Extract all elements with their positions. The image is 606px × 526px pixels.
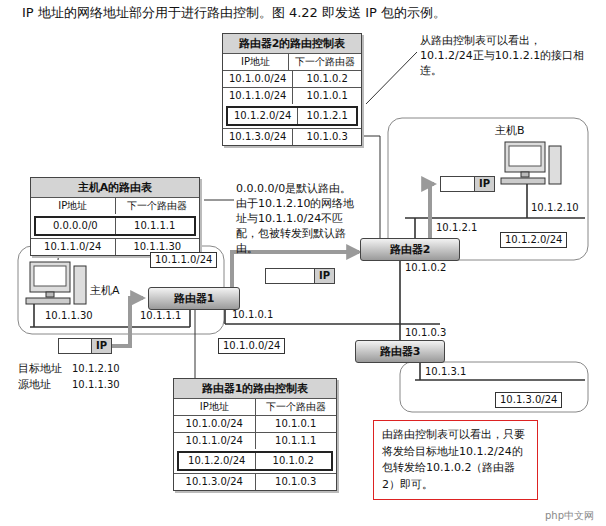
table-cell: 10.1.0.1	[255, 416, 337, 432]
network-region	[400, 362, 588, 412]
column-header: 下一个路由器	[255, 399, 337, 415]
host-computer	[501, 142, 561, 184]
table-cell: 10.1.0.2	[292, 71, 361, 87]
table-cell: 10.1.3.0/24	[223, 129, 292, 145]
ip-address: 10.1.2.1	[436, 222, 477, 234]
ip-address: 10.1.0.3	[405, 327, 446, 339]
table-cell: 10.1.0.0/24	[223, 71, 292, 87]
network-label-box: 10.1.0.0/24	[218, 338, 285, 354]
table-row: 10.1.1.0/2410.1.1.1	[174, 432, 336, 449]
router-box: 路由器1	[148, 287, 240, 310]
table-cell: 10.1.2.1	[297, 108, 356, 124]
column-header: IP地址	[174, 399, 255, 415]
network-wire	[415, 361, 585, 380]
table-row: IP地址下一个路由器	[31, 197, 199, 214]
table-cell: 10.1.0.0/24	[174, 416, 255, 432]
column-header: 下一个路由器	[288, 54, 361, 70]
router-name: 路由器1	[157, 291, 231, 306]
packet-route-arrow	[232, 252, 359, 287]
host-name: 主机A	[90, 284, 120, 297]
table-row: 10.1.0.0/2410.1.0.2	[223, 70, 361, 87]
table-cell: 10.1.0.1	[292, 88, 361, 104]
ip-address: 10.1.3.1	[425, 366, 466, 378]
network-wire	[405, 184, 585, 238]
router-name: 路由器2	[369, 242, 451, 257]
table-cell: 10.1.2.0/24	[228, 108, 297, 124]
ip-packet: IP	[58, 338, 112, 354]
leader-line	[366, 52, 417, 104]
packet-header: IP	[91, 339, 111, 353]
network-label-box: 10.1.2.0/24	[500, 232, 567, 248]
field-name: 目标地址	[18, 362, 62, 375]
table-cell: 10.1.1.1	[115, 218, 195, 234]
network-address: 10.1.0.0/24	[223, 340, 280, 352]
page-title: IP 地址的网络地址部分用于进行路由控制。图 4.22 即发送 IP 包的示例。	[22, 4, 446, 22]
table-heading: 路由器1的路由控制表	[174, 379, 336, 398]
router-name: 路由器3	[364, 344, 436, 359]
leader-line	[195, 310, 196, 378]
table-heading: 路由器2的路由控制表	[223, 34, 361, 53]
network-address: 10.1.1.0/24	[155, 254, 212, 266]
column-header: 下一个路由器	[115, 198, 200, 214]
network-label-box: 10.1.1.0/24	[150, 252, 217, 268]
callout-note: 0.0.0.0/0是默认路由。由于10.1.2.10的网络地址与10.1.1.0…	[236, 182, 361, 257]
packet-header: IP	[314, 269, 334, 283]
table-cell: 10.1.1.0/24	[31, 239, 115, 255]
routing-table: 主机A的路由表IP地址下一个路由器0.0.0.0/010.1.1.110.1.1…	[30, 177, 200, 256]
watermark: php中文网	[545, 510, 594, 522]
network-address: 10.1.3.0/24	[500, 394, 557, 406]
leader-line	[204, 200, 234, 201]
ip-address: 10.1.2.10	[531, 202, 579, 214]
table-row: IP地址下一个路由器	[174, 398, 336, 415]
packet-header: IP	[474, 177, 494, 191]
table-cell: 0.0.0.0/0	[36, 218, 115, 234]
table-cell: 10.1.0.2	[255, 453, 332, 469]
leader-line	[362, 136, 380, 238]
table-cell: 10.1.0.3	[255, 474, 337, 490]
table-heading: 主机A的路由表	[31, 178, 199, 197]
note-text: 由路由控制表可以看出，只要将发给目标地址10.1.2/24的包转发给10.1.0…	[382, 427, 529, 493]
ip-address: 10.1.0.2	[405, 262, 446, 274]
table-row: 10.1.3.0/2410.1.0.3	[174, 473, 336, 490]
routing-table: 路由器2的路由控制表IP地址下一个路由器10.1.0.0/2410.1.0.21…	[222, 33, 362, 146]
routing-table: 路由器1的路由控制表IP地址下一个路由器10.1.0.0/2410.1.0.11…	[173, 378, 337, 491]
ip-address: 10.1.1.30	[45, 310, 93, 322]
table-row: 10.1.0.0/2410.1.0.1	[174, 415, 336, 432]
table-cell: 10.1.0.3	[292, 129, 361, 145]
note-box: 由路由控制表可以看出，只要将发给目标地址10.1.2/24的包转发给10.1.0…	[373, 420, 538, 500]
table-row: 10.1.3.0/2410.1.0.3	[223, 128, 361, 145]
packet-path	[112, 298, 143, 346]
network-label-box: 10.1.3.0/24	[495, 392, 562, 408]
ip-packet: IP	[440, 176, 495, 192]
table-cell: 10.1.1.1	[255, 433, 337, 449]
router-box: 路由器2	[360, 238, 460, 261]
table-row: 0.0.0.0/010.1.1.1	[34, 216, 196, 236]
host-computer	[26, 262, 86, 304]
callout-note: 从路由控制表可以看出，10.1.2/24正与10.1.2.1的接口相连。	[420, 34, 592, 79]
router-box: 路由器3	[355, 340, 445, 363]
field-name: 源地址	[18, 378, 51, 391]
table-row: 10.1.1.0/2410.1.0.1	[223, 87, 361, 104]
ip-address: 10.1.2.10	[72, 363, 120, 375]
table-cell: 10.1.3.0/24	[174, 474, 255, 490]
packet-path	[430, 184, 434, 238]
ip-address: 10.1.1.1	[140, 310, 181, 322]
network-address: 10.1.2.0/24	[505, 234, 562, 246]
table-row: IP地址下一个路由器	[223, 53, 361, 70]
host-name: 主机B	[495, 124, 525, 137]
column-header: IP地址	[31, 198, 115, 214]
ip-packet: IP	[265, 268, 335, 284]
table-row: 10.1.2.0/2410.1.2.1	[226, 106, 358, 126]
ip-address: 10.1.1.30	[72, 379, 120, 391]
column-header: IP地址	[223, 54, 288, 70]
table-cell: 10.1.2.0/24	[179, 453, 255, 469]
table-cell: 10.1.1.0/24	[174, 433, 255, 449]
table-cell: 10.1.1.0/24	[223, 88, 292, 104]
ip-address: 10.1.0.1	[232, 309, 273, 321]
table-row: 10.1.2.0/2410.1.0.2	[177, 451, 333, 471]
